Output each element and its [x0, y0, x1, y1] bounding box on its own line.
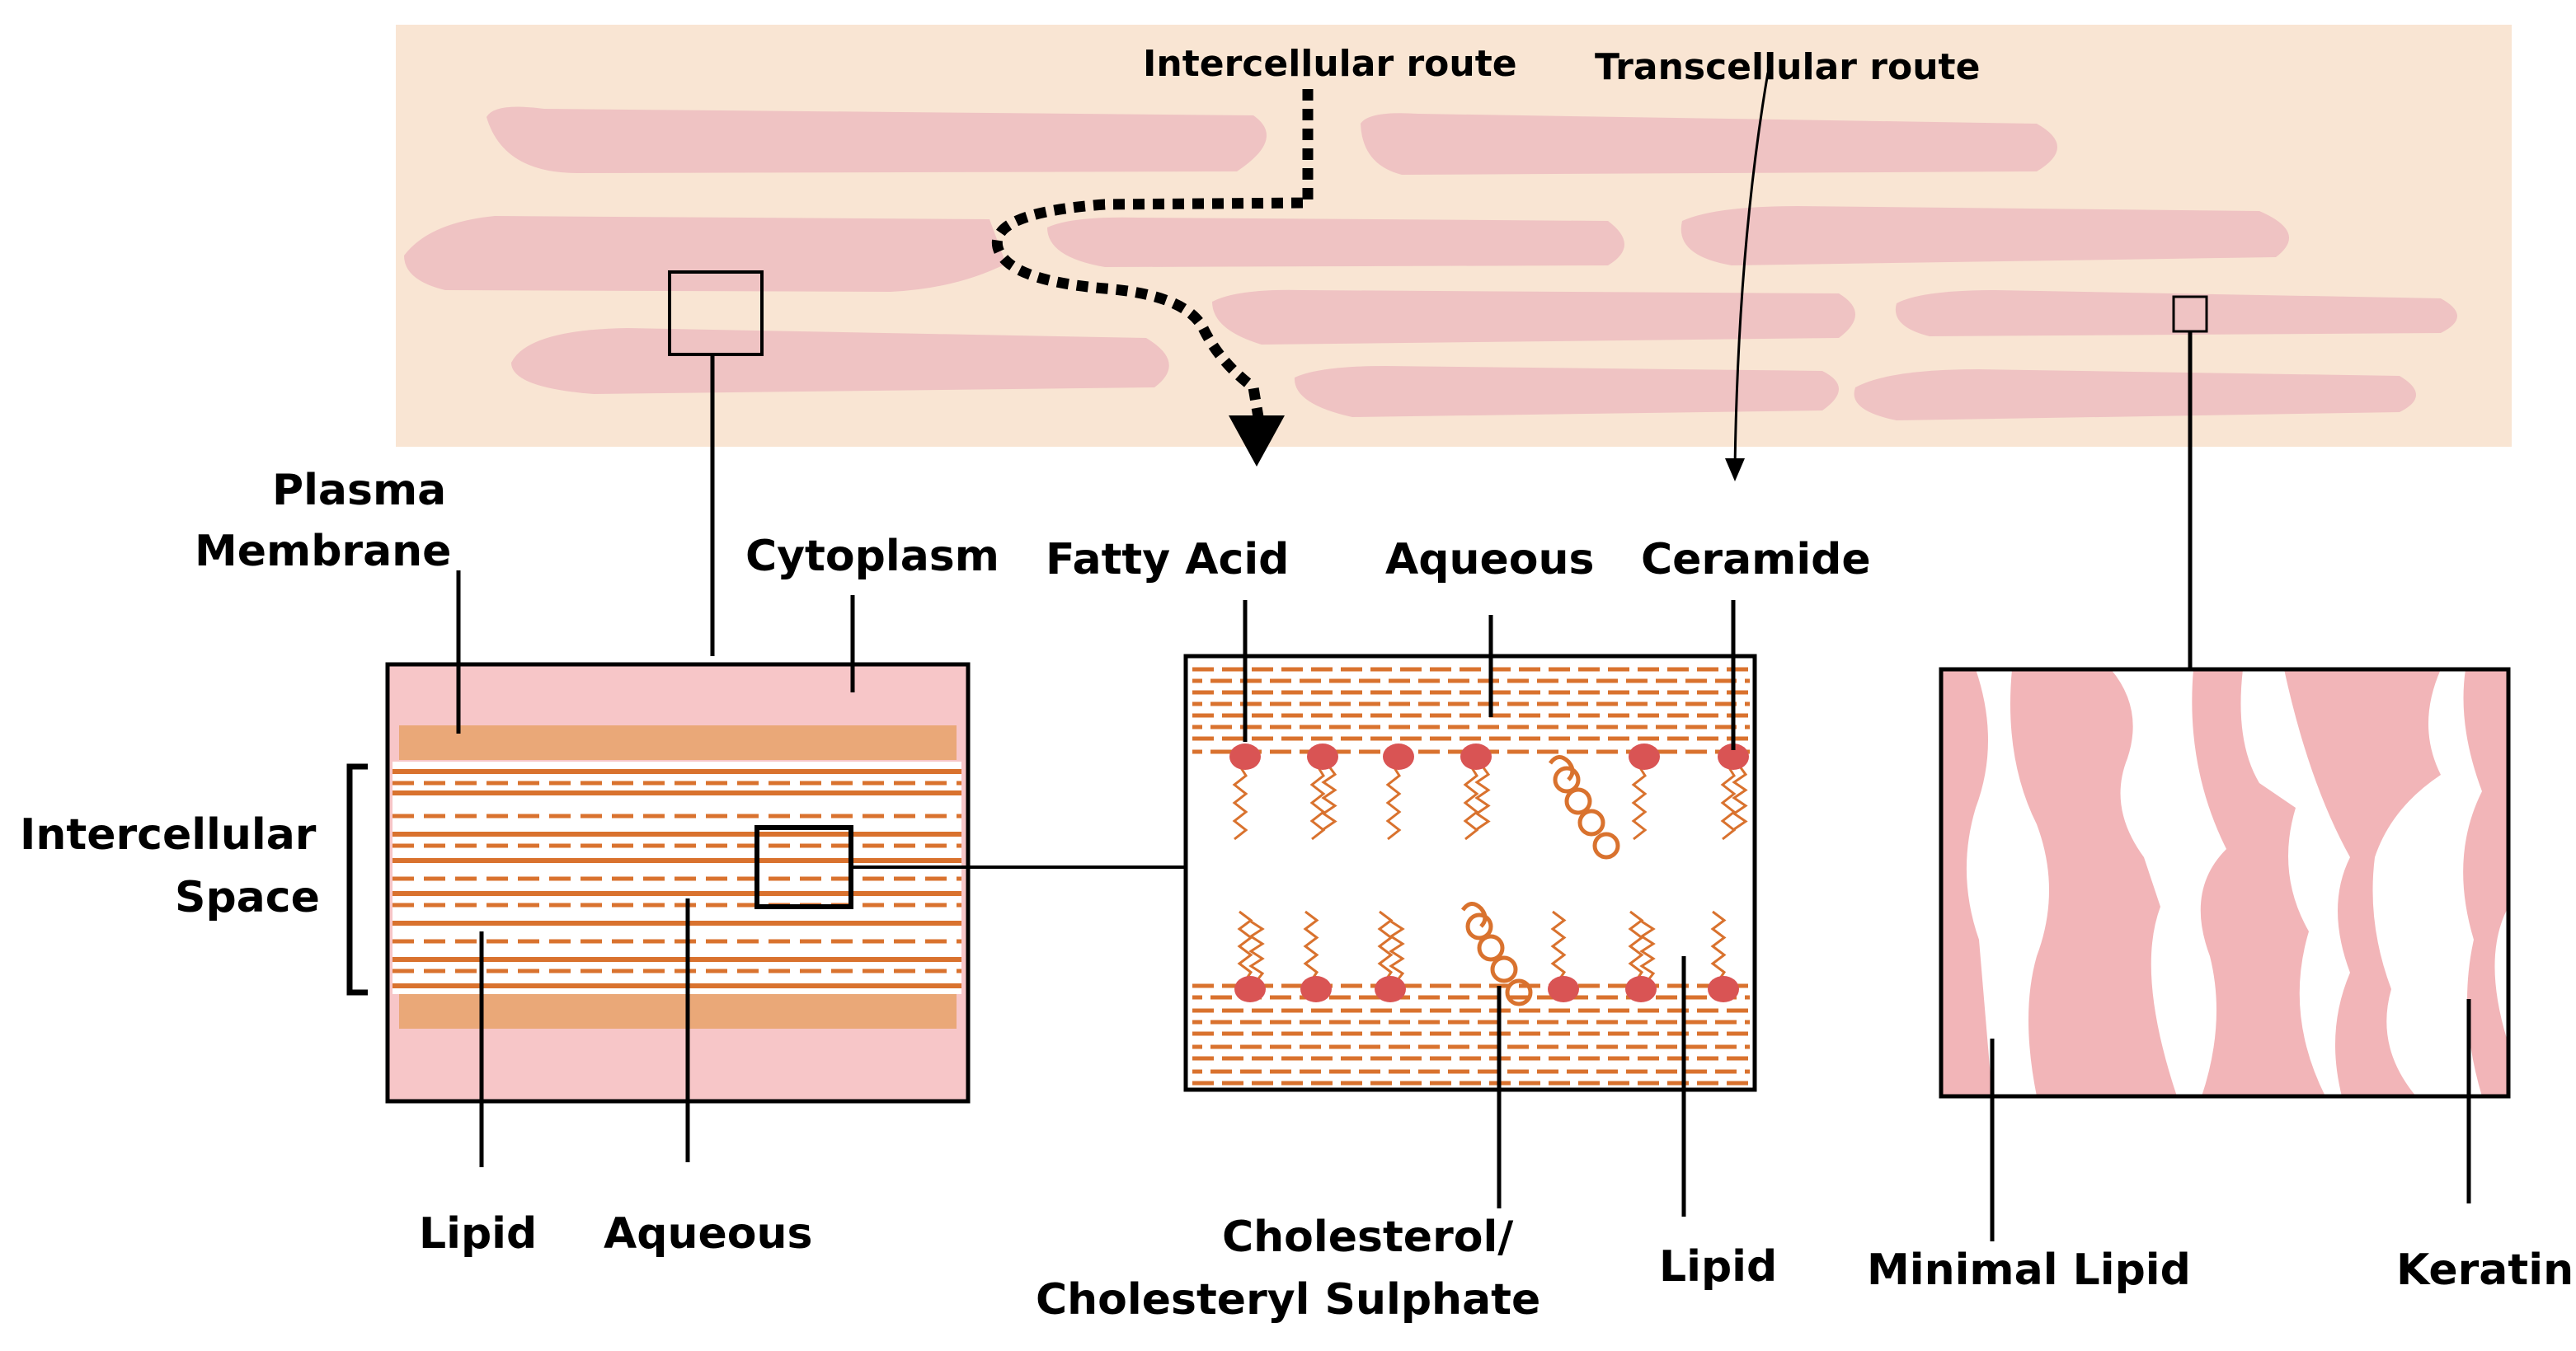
lipid-tail	[1639, 920, 1656, 982]
left-lipid-label: Lipid	[419, 1209, 537, 1259]
lipid-tail	[1303, 910, 1319, 982]
middle-panel-background	[1186, 656, 1755, 1090]
arrow-down-icon	[1725, 458, 1745, 481]
lipid-head	[1234, 976, 1266, 1002]
lipid-head	[1625, 976, 1657, 1002]
plasma-membrane-band	[399, 725, 957, 760]
lipid-tail	[1377, 910, 1394, 982]
middle-aqueous-label: Aqueous	[1385, 535, 1594, 584]
lipid-tail	[1710, 910, 1727, 982]
magnify-box-icon	[668, 270, 764, 356]
lipid-tail	[1389, 920, 1405, 982]
right-panel: Minimal Lipid Keratin	[1867, 331, 2574, 1295]
middle-panel: Fatty Acid Aqueous Ceramide Cholesterol/…	[1036, 535, 1871, 1325]
lipid-tail	[1628, 910, 1644, 982]
left-aqueous-label: Aqueous	[604, 1209, 812, 1259]
corneocyte	[1895, 290, 2457, 336]
left-panel: Plasma Membrane Cytoplasm Intercellular …	[20, 356, 1186, 1259]
lipid-head	[1229, 744, 1261, 770]
transcellular-route-label: Transcellular route	[1595, 46, 1980, 88]
fatty-acid-label: Fatty Acid	[1046, 535, 1289, 584]
cholesterol-ring	[1577, 809, 1605, 837]
cholesterol-ring	[1553, 766, 1581, 794]
corneocyte	[404, 216, 1006, 292]
lipid-head	[1460, 744, 1492, 770]
lipid-region	[2192, 669, 2325, 1096]
corneocyte	[1361, 113, 2057, 175]
lipid-head	[1629, 744, 1660, 770]
cholesterol-label-1: Cholesterol/	[1222, 1213, 1513, 1262]
middle-panel-frame	[1183, 654, 1757, 1092]
intercellular-space-label-1: Intercellular	[20, 810, 317, 860]
cholesterol-ring	[1592, 832, 1620, 860]
corneocyte	[487, 106, 1267, 173]
lipid-tail	[1321, 766, 1337, 831]
lipid-tail	[1309, 766, 1326, 841]
lipid-region	[2010, 669, 2177, 1096]
plasma-membrane-band	[399, 994, 957, 1029]
lipid-tail	[1720, 766, 1737, 841]
cholesterol-tail	[1460, 902, 1488, 928]
lipid-molecules	[1229, 744, 1749, 1006]
corneocyte	[1047, 217, 1624, 267]
lipid-tail	[1232, 766, 1248, 841]
lipid-tail	[1732, 766, 1748, 831]
lipid-head	[1708, 976, 1739, 1002]
right-panel-frame	[1939, 667, 2511, 1099]
lipid-head	[1548, 976, 1579, 1002]
lipid-tail	[1631, 766, 1648, 841]
corneocyte	[1681, 206, 2289, 265]
lipid-tail	[1474, 766, 1491, 831]
cholesterol-ring	[1465, 912, 1493, 941]
intercellular-route-label: Intercellular route	[1143, 43, 1517, 85]
corneocyte	[511, 328, 1169, 394]
lipid-head	[1383, 744, 1414, 770]
cytoplasm-label: Cytoplasm	[745, 532, 999, 581]
cholesterol-ring	[1477, 934, 1505, 962]
lipid-tail	[1550, 910, 1567, 982]
lipid-aqueous-layers	[393, 769, 961, 988]
lipid-head	[1718, 744, 1749, 770]
intercellular-space-label-2: Space	[175, 873, 320, 922]
lipid-head	[1307, 744, 1338, 770]
corneocyte	[1854, 369, 2416, 420]
keratin-label: Keratin	[2396, 1245, 2574, 1295]
lipid-head	[1300, 976, 1332, 1002]
cholesterol-tail	[1548, 755, 1575, 781]
cholesterol-label-2: Cholesteryl Sulphate	[1036, 1275, 1540, 1325]
lipid-tail	[1385, 766, 1402, 841]
lipid-head	[1375, 976, 1406, 1002]
corneocyte	[1212, 289, 1855, 345]
intercellular-space-bracket	[346, 763, 368, 996]
cholesterol-ring	[1505, 978, 1533, 1006]
middle-lipid-label: Lipid	[1659, 1242, 1777, 1292]
cholesterol-ring	[1564, 787, 1592, 815]
lipid-region	[2284, 669, 2441, 1096]
arrow-down-icon	[1229, 415, 1285, 467]
plasma-membrane-label-2: Membrane	[195, 527, 451, 576]
cholesterol-ring	[1490, 955, 1518, 983]
ceramide-label: Ceramide	[1641, 535, 1871, 584]
left-panel-frame	[385, 662, 971, 1104]
tissue-band: Intercellular route Transcellular route	[396, 25, 2512, 481]
lipid-tail	[1237, 910, 1253, 982]
intercellular-route-path	[991, 89, 1314, 419]
lipid-region	[2463, 669, 2508, 1096]
lipid-tail	[1463, 766, 1479, 841]
lipid-region	[1941, 669, 1992, 1096]
corneocyte-cells	[404, 106, 2457, 420]
corneocyte	[1294, 366, 1839, 417]
minimal-lipid-label: Minimal Lipid	[1867, 1245, 2191, 1295]
lipid-tail	[1248, 920, 1265, 982]
minimal-lipid-regions	[1941, 669, 2508, 1096]
transcellular-route-path	[1733, 72, 1770, 467]
plasma-membrane-label-1: Plasma	[272, 466, 446, 515]
